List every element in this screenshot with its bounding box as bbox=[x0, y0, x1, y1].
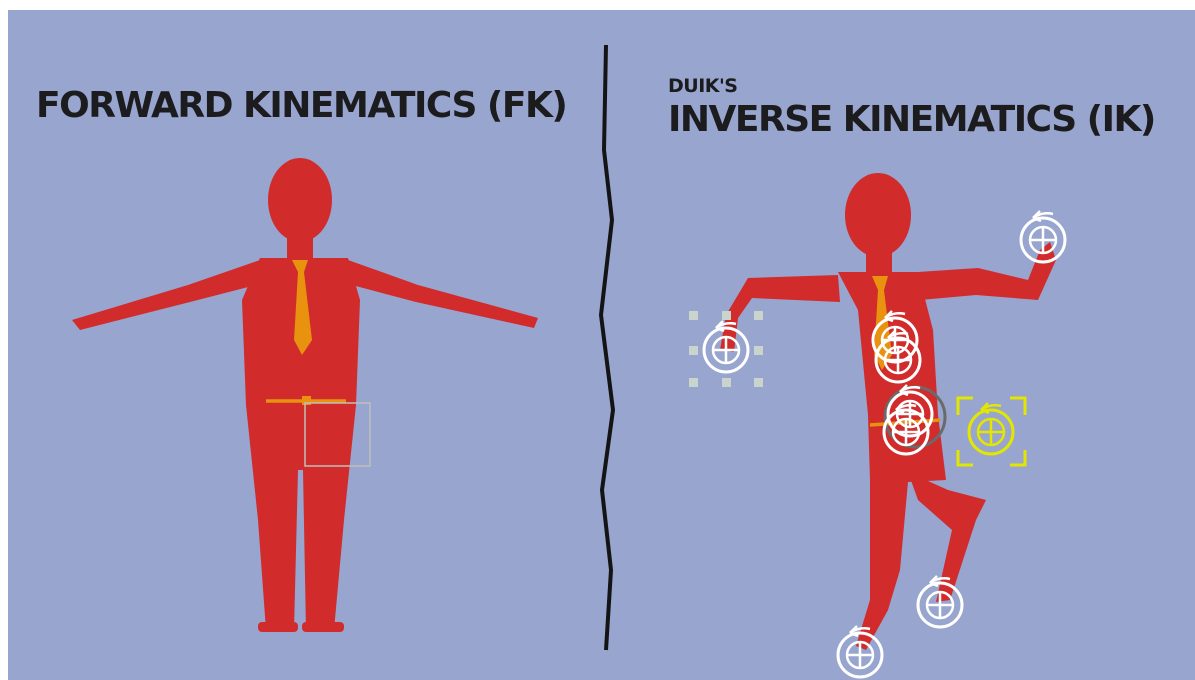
ik-controller-icon bbox=[704, 321, 748, 372]
ik-controller-icon[interactable] bbox=[918, 576, 962, 627]
panel-divider bbox=[601, 45, 613, 650]
ik-controller-wrist-left[interactable] bbox=[689, 311, 763, 387]
ik-controller-selected[interactable] bbox=[958, 398, 1025, 465]
fk-figure bbox=[72, 158, 538, 632]
illustration-canvas: FORWARD KINEMATICS (FK) DUIK'S INVERSE K… bbox=[8, 10, 1195, 680]
illustration-svg bbox=[8, 10, 1195, 680]
ik-controller-icon bbox=[969, 403, 1013, 454]
ik-controller-icon[interactable] bbox=[838, 626, 882, 677]
